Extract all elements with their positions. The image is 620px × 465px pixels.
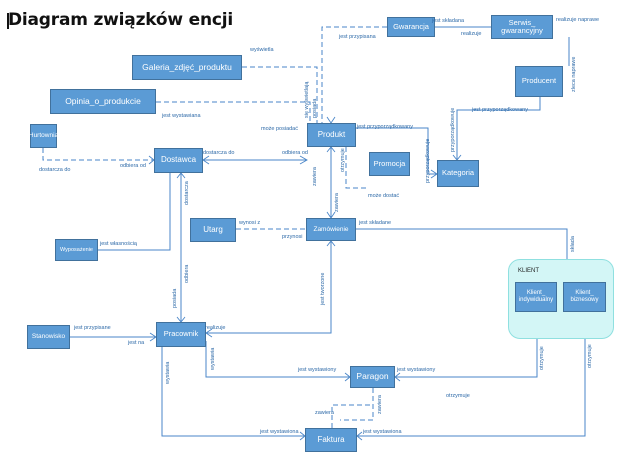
connector-zamowienie-pracownik [206, 241, 332, 334]
label-zawiera-zp: zawiera [334, 193, 340, 212]
entity-promocja[interactable]: Promocja [369, 152, 410, 176]
label-jest-wystawiony-r: jest wystawiony [397, 367, 436, 373]
entity-wyposazenie[interactable]: Wyposażenie [55, 239, 98, 261]
entity-pracownik[interactable]: Pracownik [156, 322, 206, 347]
entity-serwis-gwarancyjny[interactable]: Serwis_ gwarancyjny [491, 15, 553, 39]
entity-paragon[interactable]: Paragon [350, 366, 395, 388]
entity-galeria-zdjec-produktu[interactable]: Galeria_zdjęć_produktu [132, 55, 242, 80]
label-odbiera-v: odbiera [184, 264, 190, 283]
label-przynosi: przynosi [282, 234, 303, 240]
connector-galeria-produkt [242, 66, 318, 123]
klient-title: KLIENT [518, 268, 540, 274]
connector-zamowienie-klient [356, 228, 568, 259]
entity-faktura[interactable]: Faktura [305, 428, 357, 452]
label-jest-wystawiana: jest wystawiana [162, 113, 201, 119]
connector-produkt-kategoria [356, 127, 437, 175]
label-zawiera-fp: zawiera [377, 395, 383, 414]
connector-paragon-faktura [340, 388, 374, 421]
crowfoot-marker [356, 431, 363, 441]
label-dostarcza-v: dostarcza [184, 181, 190, 205]
label-sie-wyswietlaja: się wyświetlają [304, 81, 310, 118]
entity-zamowienie[interactable]: Zamówienie [306, 218, 356, 241]
label-dostarcza-do-top: dostarcza do [203, 150, 235, 156]
crowfoot-marker [176, 172, 186, 179]
label-otrzymuje-prom: otrzymuje [340, 148, 346, 172]
label-jest-skladana: jest składana [432, 18, 465, 24]
crowfoot-marker [326, 240, 336, 247]
label-wystawia-1: wystawia [210, 347, 216, 370]
connector-pracownik-paragon [205, 341, 350, 378]
label-odbiera-od-top: odbiera od [282, 150, 308, 156]
connector-wyposazenie-dostawca [98, 173, 171, 251]
crowfoot-marker [202, 155, 210, 165]
label-jest-na: jest na [128, 340, 145, 346]
label-przyporzadkowuje2: przyporządkowuje [425, 138, 431, 183]
connector-produkt-promocja [345, 147, 369, 189]
connector-faktura-klient [357, 312, 586, 437]
label-posiada-v: posiada [172, 288, 178, 308]
label-posiada-gal: posiada [312, 98, 318, 118]
label-jest-wystawiona-r: jest wystawiona [363, 429, 402, 435]
label-dostarcza-do: dostarcza do [39, 167, 71, 173]
entity-producent[interactable]: Producent [515, 66, 563, 97]
label-jest-przypisana: jest przypisana [339, 34, 376, 40]
label-jest-przypisane: jest przypisane [74, 325, 111, 331]
label-wynosi-z: wynosi z [239, 220, 261, 226]
label-jest-wystawiona-l: jest wystawiona [260, 429, 299, 435]
label-jest-wystawiony-l: jest wystawiony [298, 367, 337, 373]
connector-opinia-produkt [156, 101, 311, 130]
label-jest-przyporzadkowany-kat: jest przyporządkowany [472, 107, 528, 113]
entity-hurtownia[interactable]: Hurtownia [29, 124, 58, 148]
label-jest-skladane: jest składane [359, 220, 392, 226]
connector-gwarancja-produkt [321, 26, 387, 123]
label-otrzymuje-1: otrzymuje [539, 346, 545, 370]
diagram-title: Diagram związków encji [8, 10, 233, 30]
connector-pracownik-faktura [161, 347, 305, 437]
label-jest-wlasnoscia: jest własnością [100, 241, 137, 247]
entity-gwarancja[interactable]: Gwarancja [387, 17, 435, 37]
label-realizuje-gw: realizuje [461, 31, 482, 37]
connector-faktura-paragon [331, 404, 370, 428]
label-odbiera-od: odbiera od [120, 163, 146, 169]
crowfoot-marker [205, 328, 213, 338]
label-moze-dostac: może dostać [368, 193, 400, 199]
label-wystawia-2: wystawia [165, 361, 171, 384]
entity-stanowisko[interactable]: Stanowisko [27, 325, 70, 349]
connector-hurtownia-dostawca [42, 148, 154, 161]
entity-utarg[interactable]: Utarg [190, 218, 236, 242]
crowfoot-marker [326, 146, 336, 153]
label-otrzymuje-2: otrzymuje [587, 344, 593, 368]
label-moze-posiadac: może posiadać [261, 126, 298, 132]
crowfoot-marker [299, 155, 308, 165]
entity-produkt[interactable]: Produkt [307, 123, 356, 147]
label-zawiera-pz: zawiera [312, 167, 318, 186]
entity-klient-indywidualny[interactable]: Klient_ indywidualny [515, 282, 557, 312]
title-accent-bar [7, 13, 9, 29]
entity-klient-biznesowy[interactable]: Klient_ biznesowy [563, 282, 606, 312]
entity-opinia-o-produkcie[interactable]: Opinia_o_produkcie [50, 89, 156, 114]
label-realizuje-pr: realizuje [205, 325, 226, 331]
entity-kategoria[interactable]: Kategoria [437, 160, 479, 187]
crowfoot-marker [394, 372, 401, 382]
entity-dostawca[interactable]: Dostawca [154, 148, 203, 173]
label-otrzymuje-3: otrzymuje [446, 393, 470, 399]
connector-producent-kategoria [456, 97, 541, 160]
label-sklada: składa [570, 236, 576, 252]
label-jest-tworzone: jest tworzone [320, 272, 326, 305]
label-jest-przyporzadkowany-prod: jest przyporządkowany [357, 124, 413, 130]
label-zawiera-pf: zawiera [315, 410, 334, 416]
label-wyswietla: wyświetla [250, 47, 274, 53]
label-przyporzadkowuje: przyporządkowuje [450, 107, 456, 152]
label-realizuje-naprawe: realizuje naprawe [556, 17, 600, 23]
label-zleca-naprawe: zleca naprawe [571, 56, 577, 92]
